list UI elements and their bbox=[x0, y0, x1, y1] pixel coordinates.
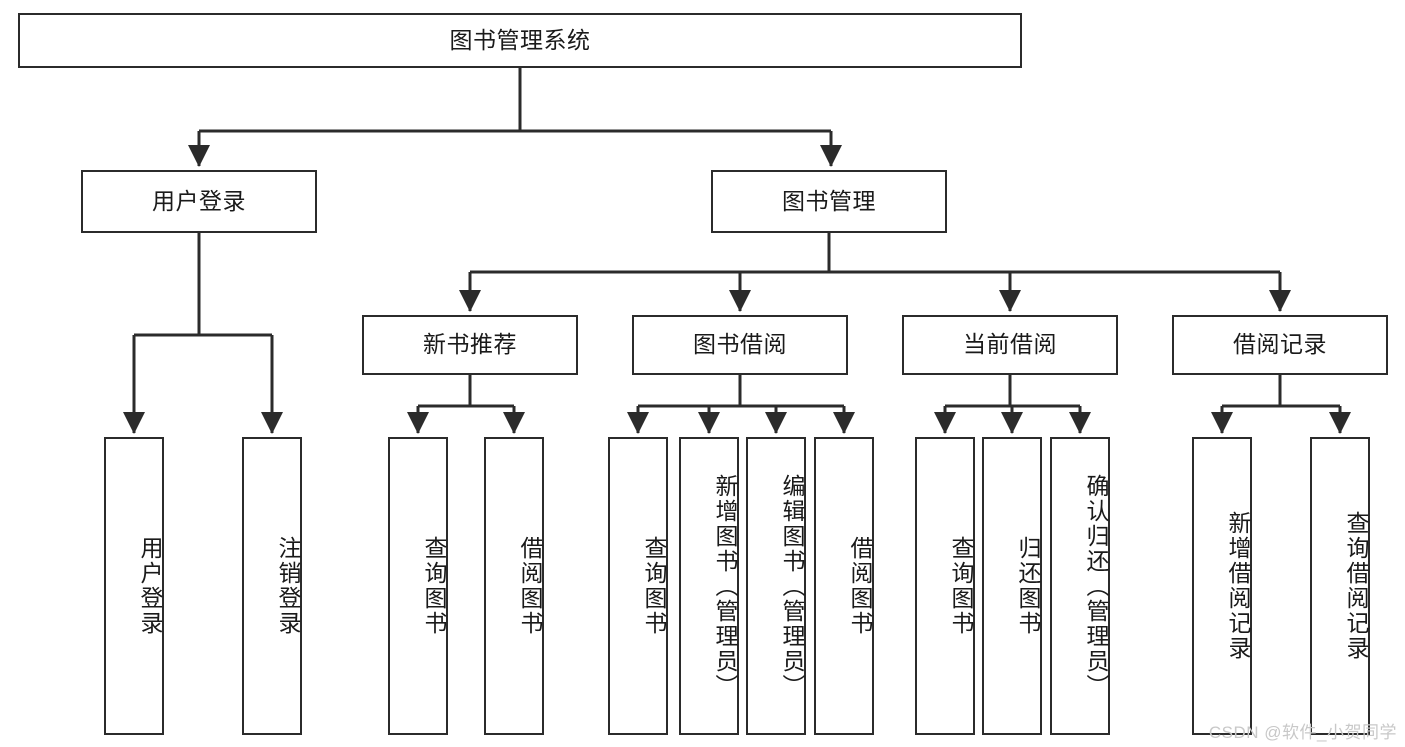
node-leaf-6[interactable]: 编辑图书（管理员） bbox=[746, 437, 806, 735]
node-leaf-label: 编辑图书（管理员） bbox=[779, 473, 805, 699]
node-level3-1[interactable]: 图书借阅 bbox=[632, 315, 848, 375]
node-leaf-9[interactable]: 归还图书 bbox=[982, 437, 1042, 735]
node-leaf-label: 新增借阅记录 bbox=[1225, 511, 1251, 661]
node-leaf-label: 借阅图书 bbox=[847, 536, 873, 636]
node-root-label: 图书管理系统 bbox=[449, 26, 591, 53]
node-leaf-label: 查询借阅记录 bbox=[1343, 511, 1369, 661]
node-level3-label: 当前借阅 bbox=[963, 331, 1057, 358]
node-level2-0[interactable]: 用户登录 bbox=[81, 170, 317, 233]
node-leaf-11[interactable]: 新增借阅记录 bbox=[1192, 437, 1252, 735]
node-leaf-label: 查询图书 bbox=[948, 536, 974, 636]
node-leaf-8[interactable]: 查询图书 bbox=[915, 437, 975, 735]
node-root-book-management-system[interactable]: 图书管理系统 bbox=[18, 13, 1022, 68]
node-leaf-label: 新增图书（管理员） bbox=[712, 473, 738, 699]
node-leaf-10[interactable]: 确认归还（管理员） bbox=[1050, 437, 1110, 735]
node-level3-label: 借阅记录 bbox=[1233, 331, 1327, 358]
node-level2-1[interactable]: 图书管理 bbox=[711, 170, 947, 233]
node-level2-label: 图书管理 bbox=[782, 187, 876, 214]
node-leaf-label: 归还图书 bbox=[1015, 536, 1041, 636]
node-leaf-5[interactable]: 新增图书（管理员） bbox=[679, 437, 739, 735]
node-leaf-0[interactable]: 用户登录 bbox=[104, 437, 164, 735]
node-level3-0[interactable]: 新书推荐 bbox=[362, 315, 578, 375]
node-leaf-label: 确认归还（管理员） bbox=[1083, 473, 1109, 699]
node-leaf-label: 借阅图书 bbox=[517, 536, 543, 636]
node-leaf-label: 注销登录 bbox=[275, 536, 301, 636]
node-leaf-4[interactable]: 查询图书 bbox=[608, 437, 668, 735]
node-leaf-label: 查询图书 bbox=[421, 536, 447, 636]
node-leaf-12[interactable]: 查询借阅记录 bbox=[1310, 437, 1370, 735]
node-level2-label: 用户登录 bbox=[152, 187, 246, 214]
node-leaf-label: 用户登录 bbox=[137, 536, 163, 636]
node-leaf-label: 查询图书 bbox=[641, 536, 667, 636]
node-leaf-2[interactable]: 查询图书 bbox=[388, 437, 448, 735]
node-leaf-7[interactable]: 借阅图书 bbox=[814, 437, 874, 735]
node-leaf-1[interactable]: 注销登录 bbox=[242, 437, 302, 735]
node-level3-2[interactable]: 当前借阅 bbox=[902, 315, 1118, 375]
csdn-watermark: CSDN @软件_小贺同学 bbox=[1208, 723, 1397, 742]
node-level3-label: 图书借阅 bbox=[693, 331, 787, 358]
node-leaf-3[interactable]: 借阅图书 bbox=[484, 437, 544, 735]
node-level3-3[interactable]: 借阅记录 bbox=[1172, 315, 1388, 375]
node-level3-label: 新书推荐 bbox=[423, 331, 517, 358]
